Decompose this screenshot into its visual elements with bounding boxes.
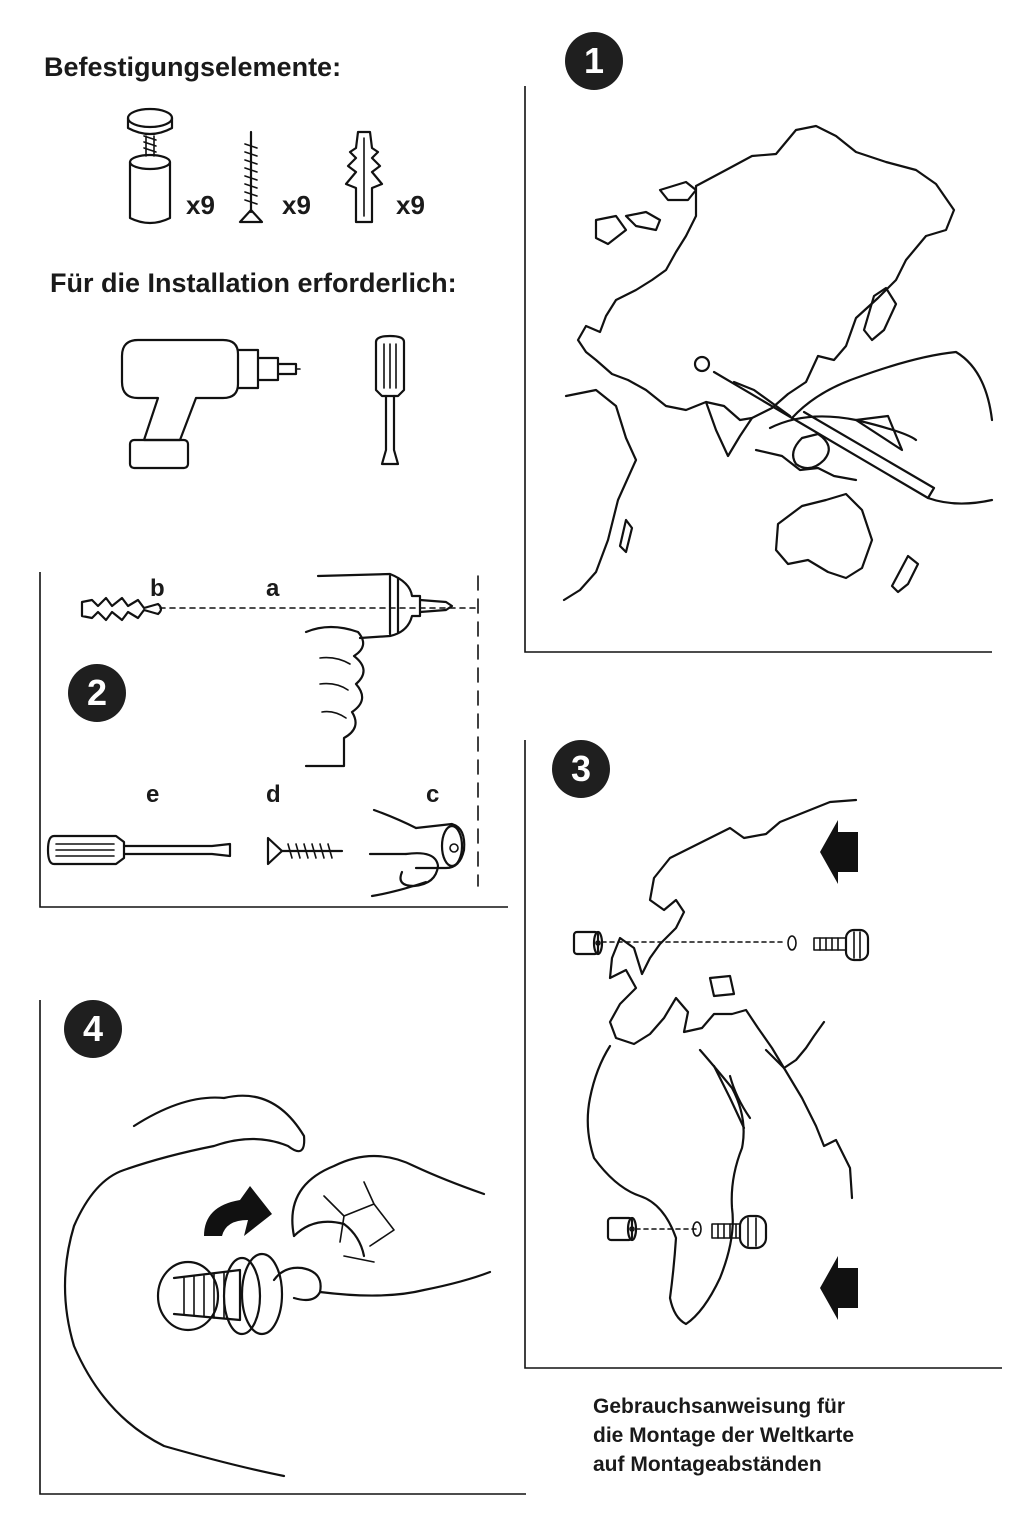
fasteners-heading: Befestigungselemente: [44,52,342,82]
step-2-badge: 2 [68,664,126,722]
drill-icon [120,338,301,470]
label-e: e [146,781,160,808]
standoff-in-hand-icon [368,808,466,898]
caption-line-2: die Montage der Weltkarte [593,1424,855,1447]
wall-plug-b-icon [80,596,163,622]
arrow-left-icon [820,820,858,884]
standoff-cap-icon-2 [711,1214,768,1250]
hole-ring-icon-2 [692,1221,702,1237]
label-d: d [266,781,281,808]
label-b: b [150,575,165,602]
wall-plug-qty: x9 [396,190,425,220]
hole-ring-icon [787,935,797,951]
caption-line-1: Gebrauchsanweisung für [593,1395,846,1418]
screw-d-icon [266,836,344,866]
caption-line-3: auf Montageabständen [593,1453,822,1476]
tools-heading: Für die Installation erforderlich: [50,268,457,298]
standoff-sleeve-icon [572,930,604,956]
screw-icon [238,130,264,224]
hand-tightening-icon [63,1094,492,1478]
step-1-badge: 1 [565,32,623,90]
instructions-caption: Gebrauchsanweisung für die Montage der W… [593,1392,854,1479]
label-c: c [426,781,440,808]
standoff-qty: x9 [186,190,215,220]
screwdriver-icon [374,334,406,466]
step-3-badge: 3 [552,740,610,798]
wall-plug-icon [344,130,384,224]
drill-in-hand-icon [304,572,454,768]
step-4-badge: 4 [64,1000,122,1058]
standoff-sleeve-icon-2 [606,1216,638,1242]
world-map-asia-icon [562,124,994,602]
screw-qty: x9 [282,190,311,220]
screwdriver-e-icon [46,834,232,866]
standoff-cap-icon [813,928,870,962]
label-a: a [266,575,280,602]
arrow-left-icon-2 [820,1256,858,1320]
standoff-icon [126,107,174,225]
world-map-europe-africa-icon [586,798,858,1326]
